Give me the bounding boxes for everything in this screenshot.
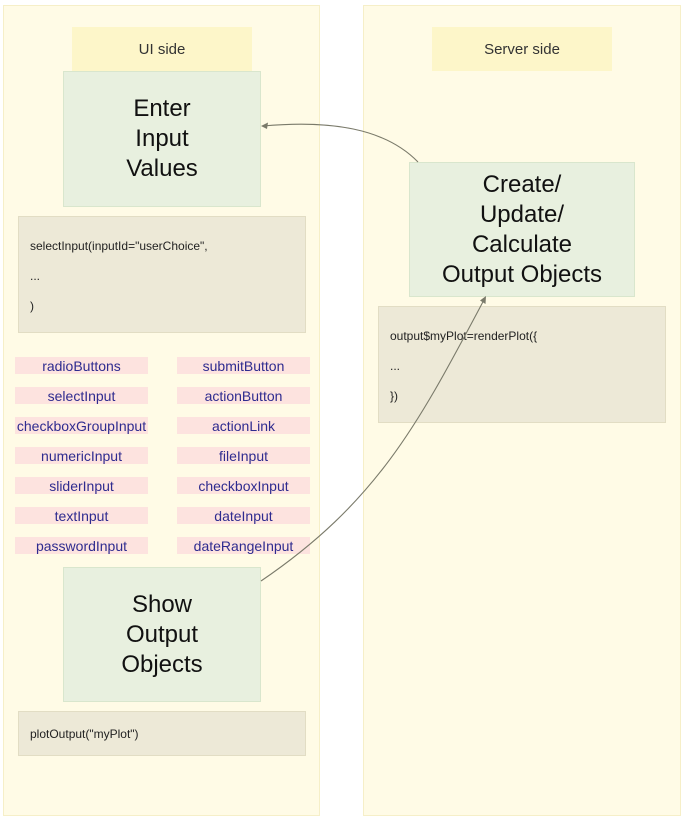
box-line: Calculate [471, 230, 573, 258]
select-input-code-box: selectInput(inputId="userChoice", ... ) [18, 216, 306, 333]
widget-name: submitButton [202, 357, 285, 374]
widget-name: checkboxInput [198, 477, 289, 494]
render-plot-code-box: output$myPlot=renderPlot({ ... }) [378, 306, 666, 423]
box-line: Show [131, 590, 193, 618]
code-line: plotOutput("myPlot") [30, 727, 139, 741]
widget-chip: selectInput [15, 387, 148, 404]
server-side-header: Server side [432, 27, 612, 71]
box-line: Update/ [479, 200, 565, 228]
box-line: Objects [121, 650, 203, 678]
widget-name: actionButton [204, 387, 283, 404]
widget-name: checkboxGroupInput [16, 417, 147, 434]
server-side-title: Server side [484, 40, 560, 58]
widget-chip: dateRangeInput [177, 537, 310, 554]
show-output-objects-box: Show Output Objects [63, 567, 261, 702]
code-line: ... [30, 269, 41, 283]
box-line: Input [135, 125, 189, 152]
widget-name: selectInput [47, 387, 116, 404]
widget-chip: textInput [15, 507, 148, 524]
code-line: selectInput(inputId="userChoice", [30, 239, 208, 253]
widget-chip: actionLink [177, 417, 310, 434]
widget-name: sliderInput [49, 477, 114, 494]
widget-chip: dateInput [177, 507, 310, 524]
widget-name: actionLink [211, 417, 276, 434]
enter-input-values-box: Enter Input Values [63, 71, 261, 207]
widget-chip: passwordInput [15, 537, 148, 554]
widget-chip: actionButton [177, 387, 310, 404]
box-line: Enter [133, 95, 191, 122]
widget-name: numericInput [41, 447, 122, 464]
widget-name: dateInput [214, 507, 273, 524]
widget-chip: sliderInput [15, 477, 148, 494]
widget-chip: fileInput [177, 447, 310, 464]
widget-chip: radioButtons [15, 357, 148, 374]
box-line: Output [125, 620, 199, 648]
ui-side-title: UI side [138, 40, 186, 58]
ui-side-header: UI side [72, 27, 252, 71]
box-line: Output Objects [441, 260, 603, 288]
plot-output-code-box: plotOutput("myPlot") [18, 711, 306, 756]
code-line: output$myPlot=renderPlot({ [390, 329, 538, 343]
box-line: Values [126, 155, 198, 182]
code-line: }) [390, 389, 399, 403]
box-line: Create/ [482, 170, 562, 198]
widget-name: passwordInput [35, 537, 128, 554]
code-line: ) [30, 299, 34, 313]
code-line: ... [390, 359, 401, 373]
widget-chip: numericInput [15, 447, 148, 464]
widget-name: textInput [54, 507, 109, 524]
widget-name: dateRangeInput [193, 537, 294, 554]
widget-chip: checkboxInput [177, 477, 310, 494]
widget-name: fileInput [218, 447, 269, 464]
widget-name: radioButtons [42, 357, 121, 374]
widget-chip: checkboxGroupInput [15, 417, 148, 434]
create-update-calculate-box: Create/ Update/ Calculate Output Objects [409, 162, 635, 297]
widget-chip: submitButton [177, 357, 310, 374]
